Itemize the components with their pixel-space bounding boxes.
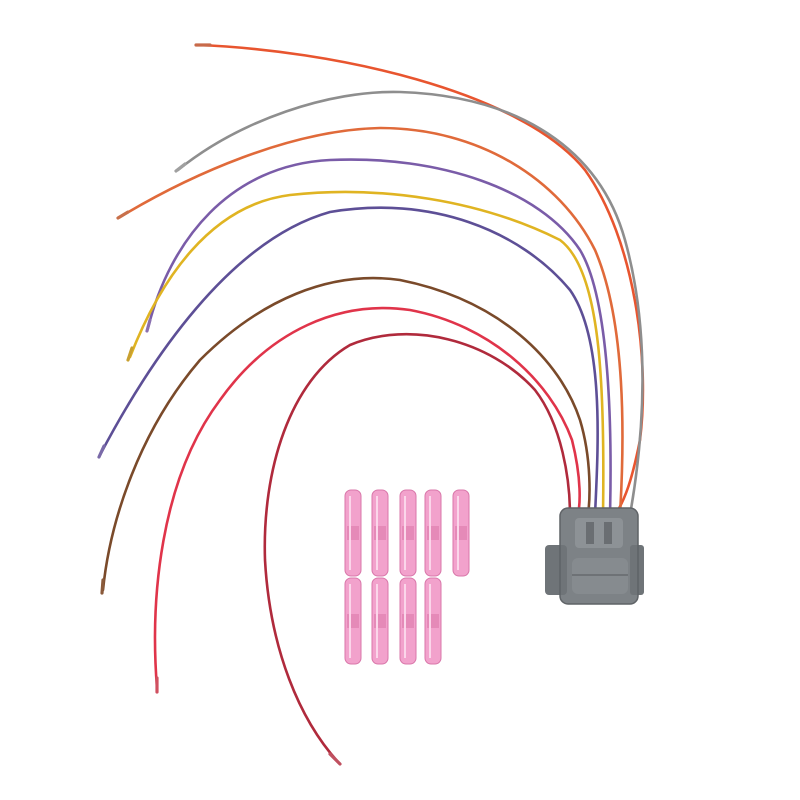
wire-yellow (128, 190, 605, 517)
butt-connector (452, 489, 470, 577)
butt-connector (371, 577, 389, 665)
wire-violet-dark (98, 206, 599, 517)
wire-orange (118, 126, 624, 517)
butt-connector (399, 489, 417, 577)
wires (98, 43, 645, 764)
stripped-tips (97, 43, 342, 766)
butt-connector (399, 577, 417, 665)
butt-connector (371, 489, 389, 577)
wire-violet (146, 158, 612, 517)
wire-orange-long (196, 43, 645, 517)
wire-dark-red (263, 333, 572, 764)
wire-red (153, 306, 581, 690)
butt-connector (344, 489, 362, 577)
butt-connector (424, 489, 442, 577)
wire-brown (101, 276, 591, 592)
wire-gray (176, 90, 644, 517)
connector-housing (545, 507, 644, 605)
butt-connector (344, 577, 362, 665)
butt-connector (424, 577, 442, 665)
butt-connectors (344, 489, 470, 665)
